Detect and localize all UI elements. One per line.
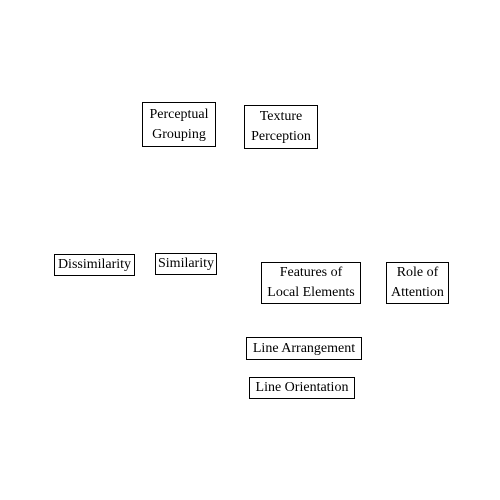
perceptual-grouping-node: Perceptual Grouping [142, 102, 216, 147]
role-of-attention-node: Role of Attention [386, 262, 449, 304]
dissimilarity-node: Dissimilarity [54, 254, 135, 276]
perceptual-grouping-label-line2: Grouping [152, 126, 206, 142]
perceptual-grouping-label-line1: Perceptual [149, 106, 209, 122]
role-of-attention-label-line2: Attention [391, 285, 444, 300]
role-of-attention-label-line1: Role of [396, 265, 439, 280]
line-orientation-node: Line Orientation [249, 377, 355, 399]
texture-perception-label-line2: Perception [251, 129, 311, 144]
line-orientation-label: Line Orientation [255, 380, 349, 395]
similarity-node: Similarity [155, 253, 217, 275]
features-of-local-elements-node: Features of Local Elements [261, 262, 361, 304]
dissimilarity-label: Dissimilarity [57, 257, 132, 272]
line-arrangement-node: Line Arrangement [246, 337, 362, 360]
texture-perception-node: Texture Perception [244, 105, 318, 149]
features-of-local-elements-label-line1: Features of [279, 265, 343, 280]
line-arrangement-label: Line Arrangement [252, 340, 356, 356]
features-of-local-elements-label-line2: Local Elements [267, 285, 355, 300]
similarity-label: Similarity [158, 256, 214, 271]
texture-perception-label-line1: Texture [259, 109, 303, 124]
